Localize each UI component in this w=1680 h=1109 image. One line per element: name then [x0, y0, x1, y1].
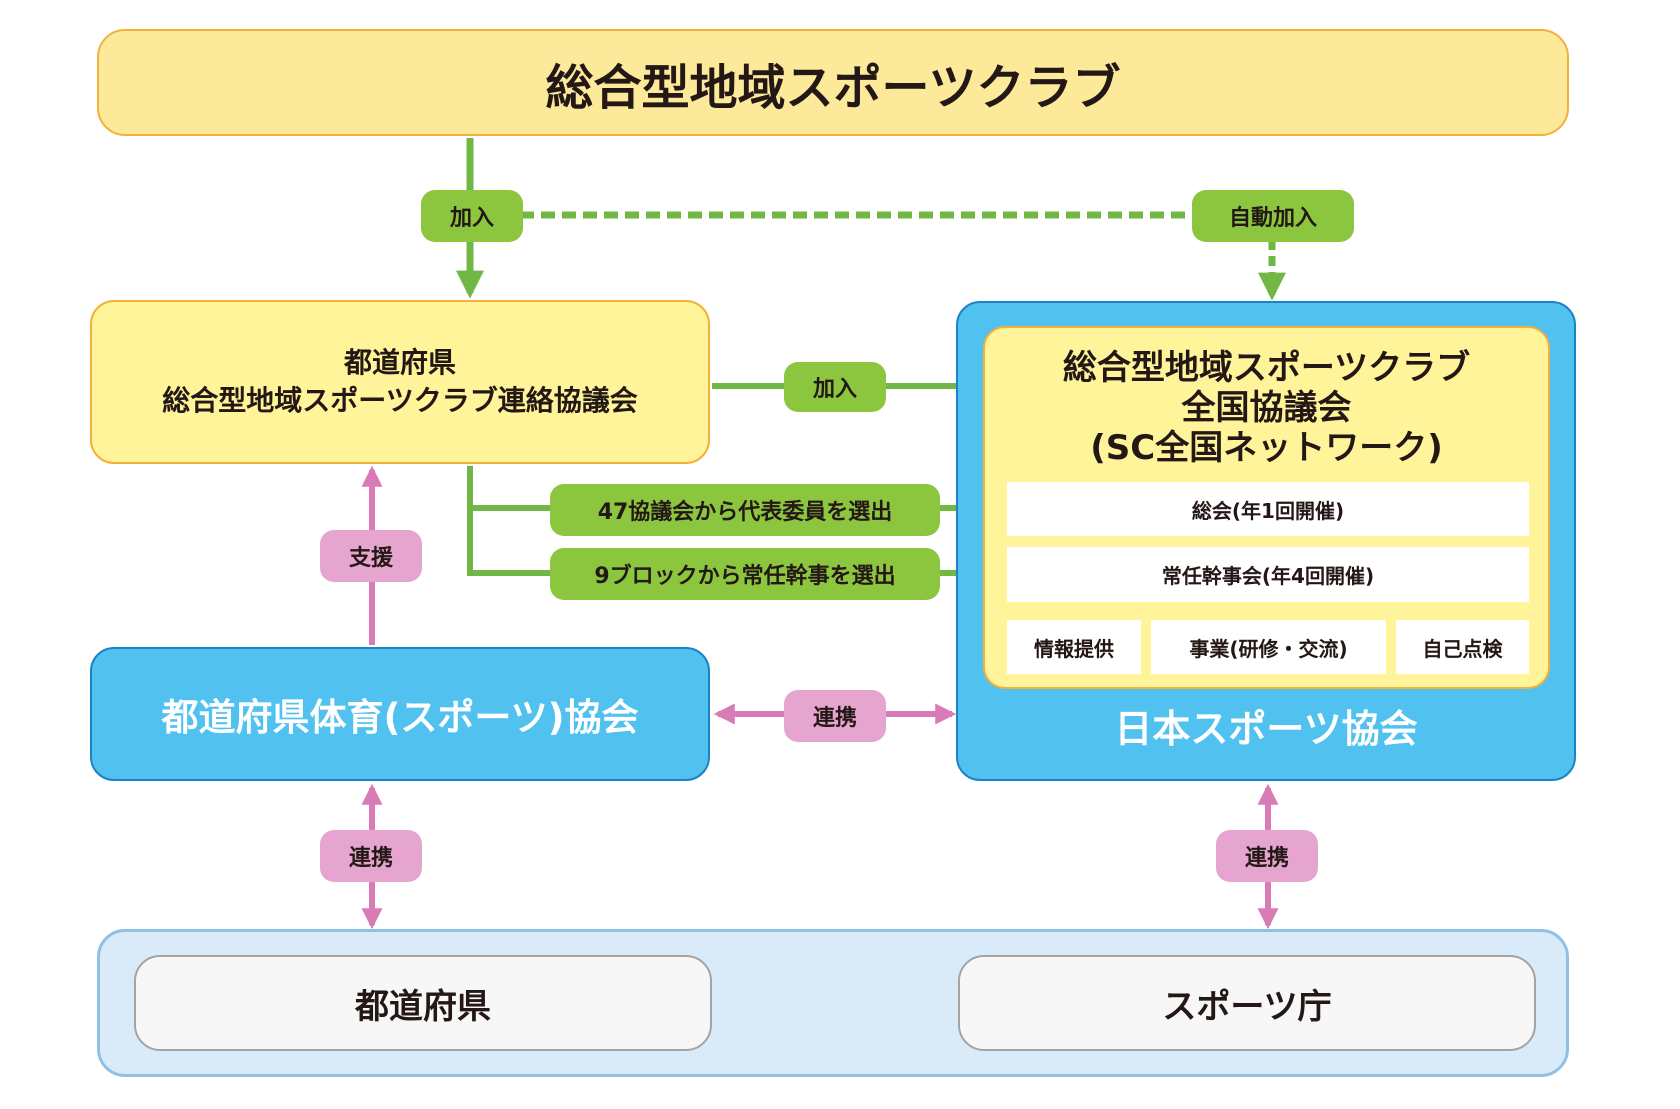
general-meeting-box: 総会(年1回開催) [1007, 482, 1529, 536]
network-title-line3: (SC全国ネットワーク) [1090, 428, 1443, 468]
projects-label: 事業(研修・交流) [1189, 636, 1348, 661]
coop-pill-right: 連携 [1216, 830, 1318, 882]
coop-pill-left: 連携 [320, 830, 422, 882]
executive-meeting-label: 常任幹事会(年4回開催) [1161, 564, 1375, 588]
pref-council-line1: 都道府県 [343, 346, 456, 379]
prefecture-label: 都道府県 [355, 986, 491, 1027]
pref-assoc-box: 都道府県体育(スポーツ)協会 [90, 647, 710, 781]
join-pill-mid: 加入 [784, 362, 886, 412]
jsa-label: 日本スポーツ協会 [1114, 707, 1418, 751]
self-check-box: 自己点検 [1396, 620, 1529, 674]
top-club-box: 総合型地域スポーツクラブ [97, 29, 1569, 136]
info-box: 情報提供 [1007, 620, 1141, 674]
auto-join-pill: 自動加入 [1192, 190, 1354, 242]
network-title-line1: 総合型地域スポーツクラブ [1062, 348, 1471, 388]
sports-agency-box: スポーツ庁 [958, 955, 1536, 1051]
support-pill-label: 支援 [348, 546, 393, 571]
executive-meeting-box: 常任幹事会(年4回開催) [1007, 547, 1529, 602]
coop-pill-right-label: 連携 [1244, 846, 1289, 871]
prefecture-box: 都道府県 [134, 955, 712, 1051]
pref-council-box: 都道府県 総合型地域スポーツクラブ連絡協議会 [90, 300, 710, 464]
pref-council-line2: 総合型地域スポーツクラブ連絡協議会 [162, 384, 638, 417]
general-meeting-label: 総会(年1回開催) [1191, 498, 1345, 523]
join-pill-left: 加入 [421, 190, 523, 242]
select47-pill: 47協議会から代表委員を選出 [550, 484, 940, 536]
network-title-line2: 全国協議会 [1181, 388, 1352, 428]
coop-pill-mid: 連携 [784, 690, 886, 742]
sports-agency-label: スポーツ庁 [1162, 986, 1332, 1027]
join-pill-left-label: 加入 [449, 206, 494, 231]
support-pill: 支援 [320, 530, 422, 582]
auto-join-pill-label: 自動加入 [1228, 206, 1317, 231]
self-check-label: 自己点検 [1422, 636, 1503, 661]
pref-assoc-label: 都道府県体育(スポーツ)協会 [161, 696, 639, 739]
top-club-title: 総合型地域スポーツクラブ [545, 59, 1121, 116]
select47-pill-label: 47協議会から代表委員を選出 [597, 500, 893, 525]
coop-pill-mid-label: 連携 [812, 706, 857, 731]
info-label: 情報提供 [1034, 636, 1114, 661]
network-box: 総合型地域スポーツクラブ 全国協議会 (SC全国ネットワーク) 総会(年1回開催… [983, 326, 1550, 689]
select9-pill: 9ブロックから常任幹事を選出 [550, 548, 940, 600]
network-title: 総合型地域スポーツクラブ 全国協議会 (SC全国ネットワーク) [985, 348, 1548, 468]
coop-pill-left-label: 連携 [348, 846, 393, 871]
join-pill-mid-label: 加入 [812, 377, 857, 402]
select9-pill-label: 9ブロックから常任幹事を選出 [594, 564, 896, 589]
projects-box: 事業(研修・交流) [1151, 620, 1386, 674]
